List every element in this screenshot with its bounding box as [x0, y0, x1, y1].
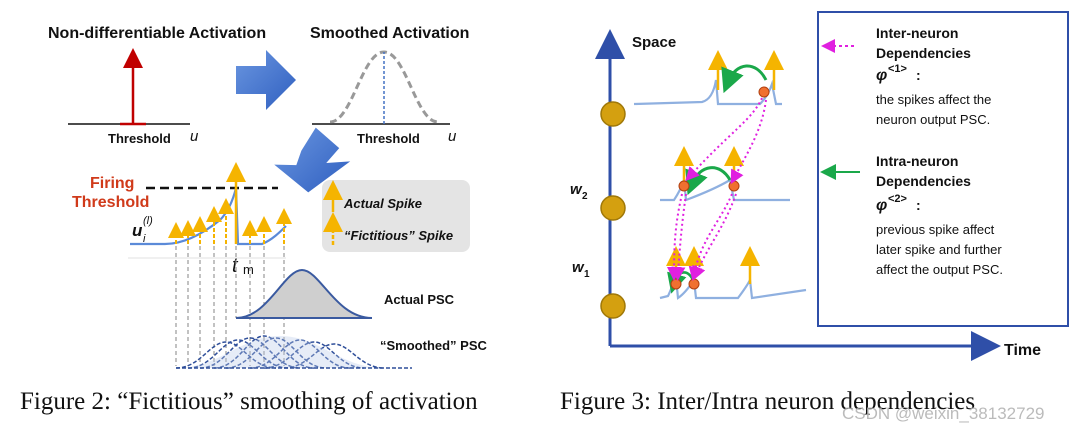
transform-arrow-down — [274, 127, 351, 193]
figure-3: Space Time w 2 w 1 — [570, 11, 1069, 361]
w1-label: w — [572, 259, 585, 276]
title-smoothed: Smoothed Activation — [310, 25, 469, 42]
membrane-trace — [130, 187, 287, 246]
w2-sub: 2 — [582, 191, 588, 202]
w2-label: w — [570, 181, 583, 198]
smoothed-psc-curves — [175, 335, 385, 369]
inter-arrows — [667, 97, 767, 281]
dependency-nodes — [670, 86, 770, 290]
inter-title1: Inter-neuron — [876, 25, 958, 41]
actual-psc-curve — [235, 268, 373, 319]
membrane-sub: i — [143, 233, 146, 245]
intra-colon: : — [916, 197, 921, 213]
watermark: CSDN @weixin_38132729 — [842, 404, 1045, 423]
t-symbol: t — [232, 255, 239, 277]
intra-sup: <2> — [888, 193, 907, 205]
intra-desc3: affect the output PSC. — [876, 262, 1003, 277]
space-label: Space — [632, 34, 676, 51]
trace-top — [633, 79, 782, 106]
neuron-w2 — [600, 195, 626, 221]
actual-psc-label: Actual PSC — [384, 292, 455, 307]
intra-arrow-top — [721, 64, 768, 94]
time-label: Time — [1004, 342, 1041, 359]
u-label-right: u — [448, 128, 457, 145]
spike-legend-box — [322, 180, 470, 252]
intra-desc2: later spike and further — [876, 242, 1002, 257]
neuron-top — [600, 101, 626, 127]
threshold-label-firing: Threshold — [72, 194, 149, 211]
title-non-differentiable: Non-differentiable Activation — [48, 25, 266, 42]
transform-arrow-right — [236, 50, 296, 110]
figure-2-caption: Figure 2: “Fictitious” smoothing of acti… — [20, 388, 478, 415]
intra-title2: Dependencies — [876, 173, 971, 189]
inter-colon: : — [916, 67, 921, 83]
smoothed-psc-fill — [176, 336, 384, 368]
legend-fictitious-label: “Fictitious” Spike — [344, 228, 453, 243]
intra-title1: Intra-neuron — [876, 153, 958, 169]
inter-desc1: the spikes affect the — [876, 92, 991, 107]
threshold-label-right: Threshold — [357, 131, 420, 146]
neuron-w1 — [600, 293, 626, 319]
intra-phi: φ — [876, 197, 887, 214]
membrane-symbol: u — [132, 221, 143, 240]
intra-desc1: previous spike affect — [876, 222, 995, 237]
inter-phi: φ — [876, 67, 887, 84]
smoothed-psc-label: “Smoothed” PSC — [380, 338, 488, 353]
w1-sub: 1 — [584, 269, 590, 280]
trace-w1 — [659, 275, 807, 300]
firing-label: Firing — [90, 175, 134, 192]
u-label-left: u — [190, 128, 199, 145]
legend-actual-label: Actual Spike — [343, 196, 422, 211]
dependency-legend-box — [817, 11, 1069, 327]
t-sub: m — [243, 262, 254, 277]
inter-title2: Dependencies — [876, 45, 971, 61]
membrane-sup: (l) — [143, 215, 153, 227]
figure-2: Non-differentiable Activation Threshold … — [48, 25, 488, 369]
inter-sup: <1> — [888, 63, 907, 75]
intra-arrow-w2 — [685, 166, 732, 196]
fictitious-spikes — [168, 198, 292, 244]
threshold-label-left: Threshold — [108, 131, 171, 146]
inter-desc2: neuron output PSC. — [876, 112, 990, 127]
figure-3-caption: Figure 3: Inter/Intra neuron dependencie… — [560, 388, 976, 415]
